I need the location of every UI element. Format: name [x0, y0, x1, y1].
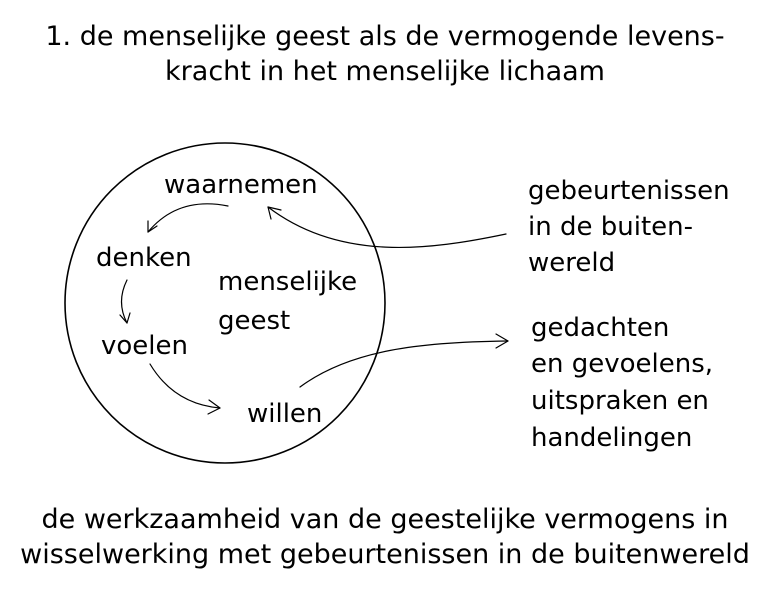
faculty-waarnemen: waarnemen [164, 170, 318, 200]
output-label-line-2: en gevoelens, [531, 349, 713, 379]
mind-circle [64, 142, 386, 464]
arrow-voelen-to-willen [149, 363, 221, 409]
output-label-line-4: handelingen [531, 423, 692, 453]
input-label-line-2: in de buiten- [528, 212, 693, 242]
output-label-line-3: uitspraken en [531, 386, 709, 416]
arrowhead-willen [207, 399, 221, 415]
arrow-denken-to-voelen [120, 279, 128, 324]
arrow-input-to-waarnemen [267, 206, 507, 248]
arrowhead-output [495, 333, 509, 349]
input-label-line-1: gebeurtenissen [528, 176, 730, 206]
arrowhead-voelen [119, 312, 131, 324]
arrowhead-denken [147, 220, 158, 233]
output-label-line-1: gedachten [531, 313, 669, 343]
faculty-denken: denken [96, 243, 192, 273]
faculty-willen: willen [247, 399, 322, 429]
diagram-caption-line-2: wisselwerking met gebeurtenissen in de b… [20, 539, 750, 570]
arrow-willen-to-output [299, 340, 509, 388]
center-label-line-2: geest [218, 306, 290, 336]
diagram-title-line-2: kracht in het menselijke lichaam [165, 56, 605, 87]
arrow-waarnemen-to-denken [147, 203, 229, 233]
faculty-voelen: voelen [101, 331, 188, 361]
input-label-line-3: wereld [528, 248, 615, 278]
center-label-line-1: menselijke [218, 267, 357, 297]
diagram-caption-line-1: de werkzaamheid van de geestelijke vermo… [41, 504, 729, 535]
diagram-title-line-1: 1. de menselijke geest als de vermogende… [45, 21, 725, 52]
arrowhead-input [267, 206, 282, 220]
